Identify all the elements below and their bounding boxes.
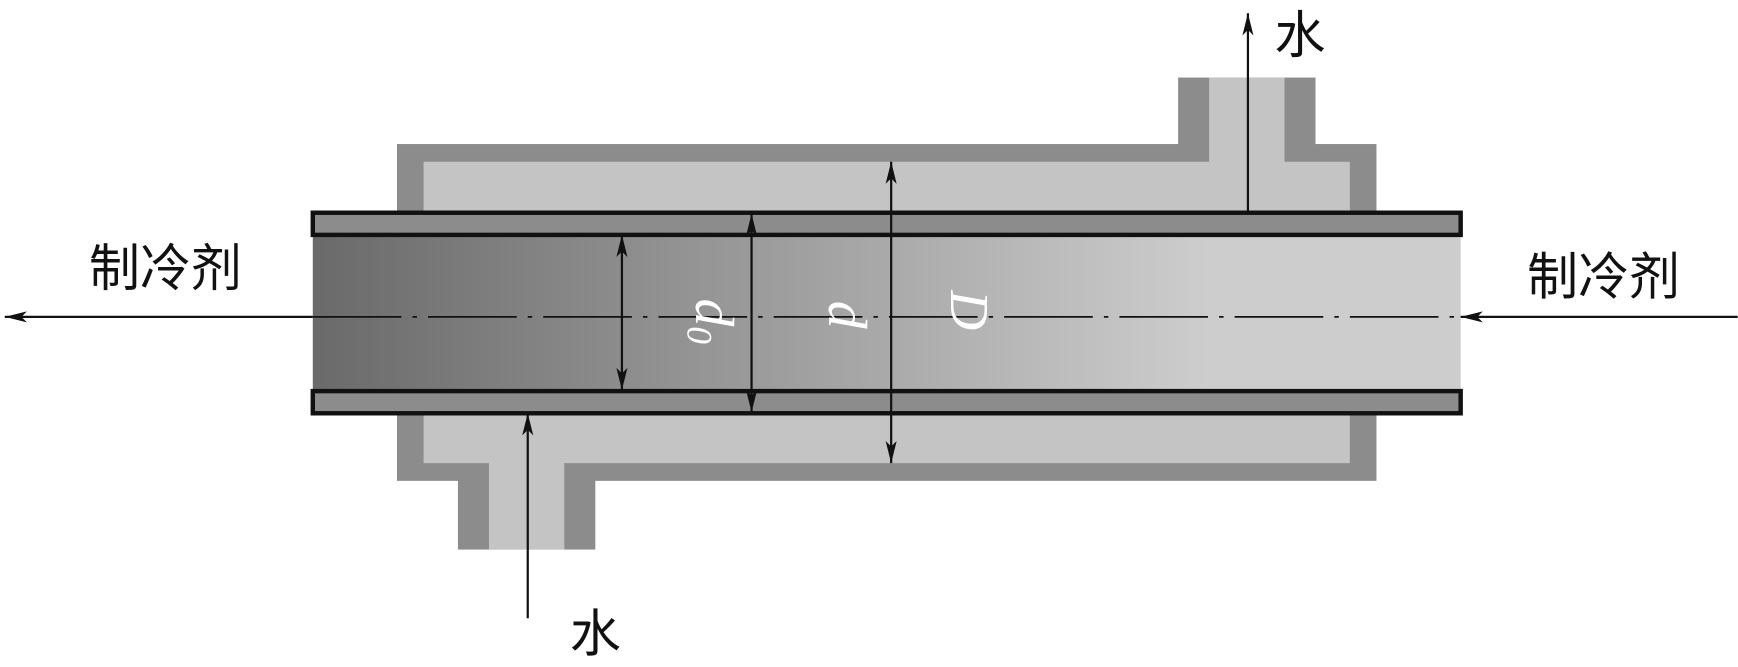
water-out-label: 水 (1275, 7, 1326, 66)
refrigerant-out-label: 制冷剂 (89, 240, 242, 299)
water-in-label: 水 (570, 605, 621, 664)
refrigerant-in-label: 制冷剂 (1527, 249, 1680, 308)
tube-wall-top (310, 210, 1463, 238)
d-label: d (817, 301, 878, 329)
tube-wall-bottom (310, 388, 1463, 416)
D-label: D (939, 289, 1000, 330)
refrigerant-channel (312, 234, 1461, 391)
d0-label: d0 (679, 299, 745, 345)
